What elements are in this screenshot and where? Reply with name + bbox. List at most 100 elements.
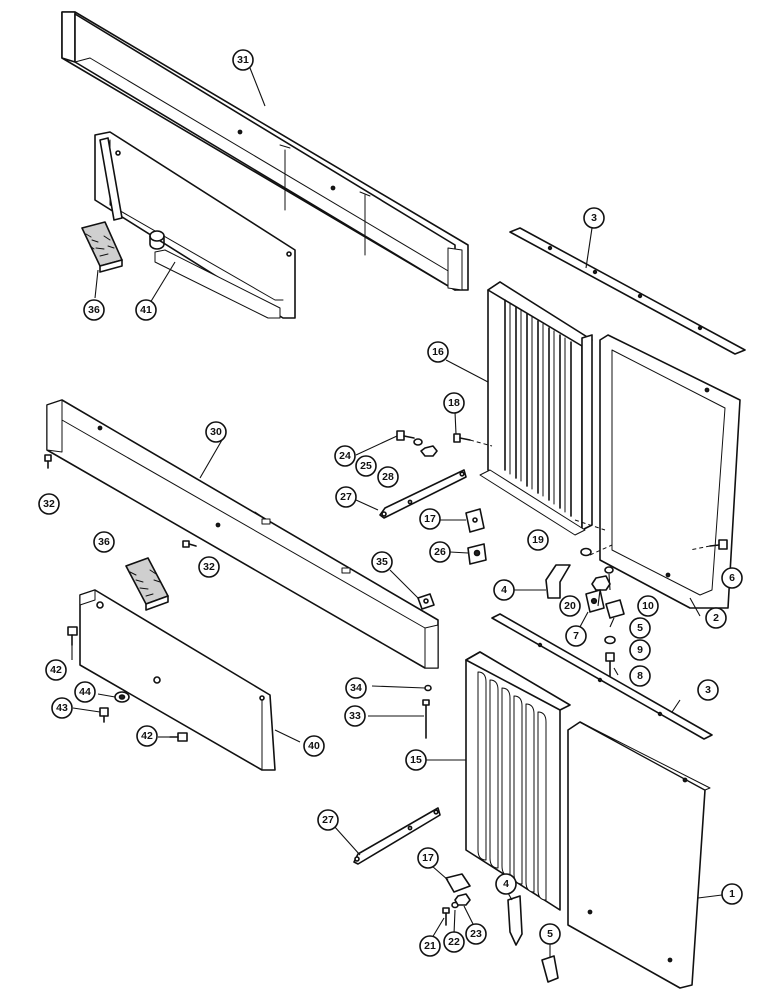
callout-34: 34 xyxy=(345,677,367,699)
svg-text:8: 8 xyxy=(637,670,643,682)
svg-text:16: 16 xyxy=(432,346,444,358)
part-15-lower-grille xyxy=(465,651,571,911)
callout-41: 41 xyxy=(135,299,157,321)
svg-text:1: 1 xyxy=(729,888,735,900)
callout-16: 16 xyxy=(427,341,449,363)
part-31-upper-rail xyxy=(61,11,469,291)
svg-text:42: 42 xyxy=(50,664,62,676)
callout-32-mid: 32 xyxy=(198,556,220,578)
callout-20: 20 xyxy=(559,595,581,617)
svg-text:20: 20 xyxy=(564,600,576,612)
svg-text:4: 4 xyxy=(501,584,507,596)
callout-32-left: 32 xyxy=(38,493,60,515)
svg-text:24: 24 xyxy=(339,450,351,462)
svg-text:3: 3 xyxy=(705,684,711,696)
callout-27-lower: 27 xyxy=(317,809,339,831)
svg-text:36: 36 xyxy=(98,536,110,548)
svg-text:42: 42 xyxy=(141,730,153,742)
callout-44: 44 xyxy=(74,681,96,703)
callout-21: 21 xyxy=(419,935,441,957)
svg-text:21: 21 xyxy=(424,940,436,952)
callout-33: 33 xyxy=(344,705,366,727)
callout-17-lower: 17 xyxy=(417,847,439,869)
svg-text:32: 32 xyxy=(203,561,215,573)
svg-text:18: 18 xyxy=(448,397,460,409)
svg-text:22: 22 xyxy=(448,936,460,948)
assembly-guide-lines xyxy=(469,439,711,556)
svg-text:3: 3 xyxy=(591,212,597,224)
svg-text:35: 35 xyxy=(376,556,388,568)
svg-text:23: 23 xyxy=(470,928,482,940)
callout-1: 1 xyxy=(721,883,743,905)
callout-26: 26 xyxy=(429,541,451,563)
callout-18: 18 xyxy=(443,392,465,414)
callout-31: 31 xyxy=(232,49,254,71)
callout-25: 25 xyxy=(355,455,377,477)
svg-text:30: 30 xyxy=(210,426,222,438)
callout-5-upper: 5 xyxy=(629,617,651,639)
callout-19: 19 xyxy=(527,529,549,551)
callout-23: 23 xyxy=(465,923,487,945)
part-3-strip-lower xyxy=(491,613,713,740)
svg-text:34: 34 xyxy=(350,682,362,694)
callout-30: 30 xyxy=(205,421,227,443)
svg-text:41: 41 xyxy=(140,304,152,316)
svg-text:7: 7 xyxy=(573,630,579,642)
svg-text:44: 44 xyxy=(79,686,91,698)
callout-35: 35 xyxy=(371,551,393,573)
callout-2: 2 xyxy=(705,607,727,629)
svg-text:33: 33 xyxy=(349,710,361,722)
callout-42-upper: 42 xyxy=(45,659,67,681)
callout-27-upper: 27 xyxy=(335,486,357,508)
part-27-strap-upper xyxy=(379,469,467,519)
svg-text:9: 9 xyxy=(637,644,643,656)
svg-text:27: 27 xyxy=(322,814,334,826)
svg-text:10: 10 xyxy=(642,600,654,612)
svg-text:36: 36 xyxy=(88,304,100,316)
callout-3-lower: 3 xyxy=(697,679,719,701)
svg-text:17: 17 xyxy=(422,852,434,864)
part-1-door-panel xyxy=(567,721,711,989)
svg-text:40: 40 xyxy=(308,740,320,752)
svg-text:28: 28 xyxy=(382,471,394,483)
svg-text:17: 17 xyxy=(424,513,436,525)
callout-3-upper: 3 xyxy=(583,207,605,229)
svg-text:43: 43 xyxy=(56,702,68,714)
callout-42-lower: 42 xyxy=(136,725,158,747)
svg-text:15: 15 xyxy=(410,754,422,766)
svg-text:26: 26 xyxy=(434,546,446,558)
callout-4-upper: 4 xyxy=(493,579,515,601)
part-40-side-panel xyxy=(79,589,276,771)
part-30-lower-rail xyxy=(46,399,439,669)
svg-text:32: 32 xyxy=(43,498,55,510)
svg-text:6: 6 xyxy=(729,572,735,584)
callout-17-upper: 17 xyxy=(419,508,441,530)
callout-36-lower: 36 xyxy=(93,531,115,553)
svg-text:2: 2 xyxy=(713,612,719,624)
callout-43: 43 xyxy=(51,697,73,719)
part-3-strip-upper xyxy=(509,227,746,355)
part-16-upper-grille xyxy=(479,281,593,536)
svg-text:27: 27 xyxy=(340,491,352,503)
svg-text:25: 25 xyxy=(360,460,372,472)
svg-text:31: 31 xyxy=(237,54,249,66)
callout-6: 6 xyxy=(721,567,743,589)
callout-5-lower: 5 xyxy=(539,923,561,945)
part-27-strap-lower xyxy=(353,807,441,865)
part-41-panel-frame xyxy=(94,131,296,319)
part-2-door-frame xyxy=(599,334,741,609)
callout-22: 22 xyxy=(443,931,465,953)
callout-24: 24 xyxy=(334,445,356,467)
svg-text:5: 5 xyxy=(547,928,553,940)
callout-40: 40 xyxy=(303,735,325,757)
svg-text:5: 5 xyxy=(637,622,643,634)
svg-text:4: 4 xyxy=(503,878,509,890)
callout-15: 15 xyxy=(405,749,427,771)
callout-9: 9 xyxy=(629,639,651,661)
callout-7: 7 xyxy=(565,625,587,647)
callout-36-upper: 36 xyxy=(83,299,105,321)
part-36-foam-block-lower xyxy=(125,557,169,611)
callout-10: 10 xyxy=(637,595,659,617)
callout-8: 8 xyxy=(629,665,651,687)
